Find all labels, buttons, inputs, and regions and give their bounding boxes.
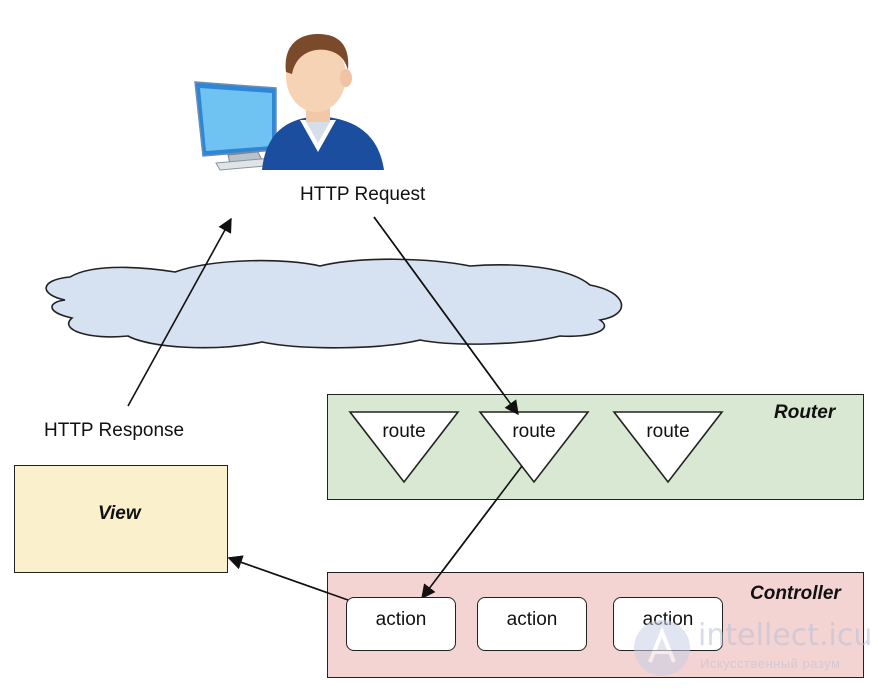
- watermark-brand: intellect.icu: [698, 618, 873, 653]
- route-label-3: route: [646, 421, 690, 442]
- action-box-1: action: [346, 597, 456, 651]
- http-request-label: HTTP Request: [300, 184, 426, 205]
- watermark-tagline: Искусственный разум: [700, 656, 841, 671]
- route-label-2: route: [512, 421, 556, 442]
- watermark-logo-icon: [634, 620, 690, 676]
- view-box: [14, 465, 228, 573]
- controller-title: Controller: [750, 583, 841, 604]
- arrow-response-to-user: [127, 217, 232, 407]
- route-label-1: route: [382, 421, 426, 442]
- user-computer-icon: [194, 34, 384, 171]
- view-title: View: [98, 503, 141, 524]
- controller-box: [327, 572, 864, 678]
- http-response-label: HTTP Response: [44, 420, 185, 441]
- cloud-shape: [45, 258, 623, 349]
- action-box-2: action: [477, 597, 587, 651]
- router-title: Router: [774, 402, 836, 423]
- watermark: intellect.icu Искусственный разум: [632, 614, 878, 684]
